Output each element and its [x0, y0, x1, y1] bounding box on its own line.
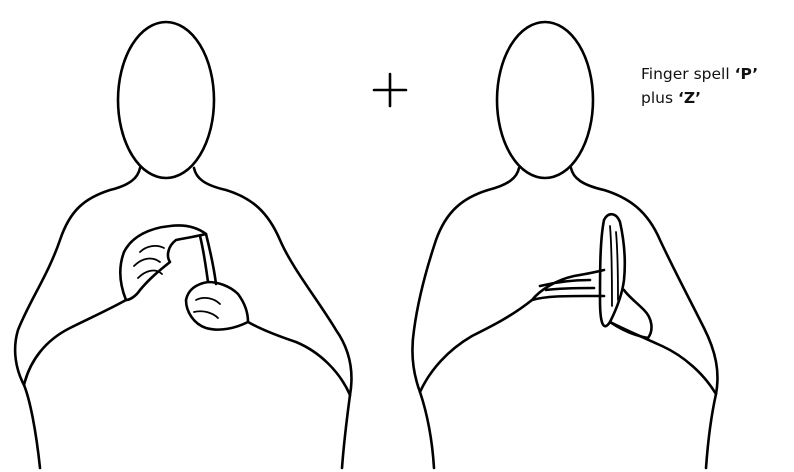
- caption-line-1-text: Finger spell: [641, 65, 735, 83]
- caption-line-2: plus ‘Z’: [641, 86, 758, 110]
- torso-right: [412, 168, 717, 468]
- head-right: [497, 22, 593, 178]
- torso-left: [15, 168, 351, 468]
- caption-line-1: Finger spell ‘P’: [641, 62, 758, 86]
- hand-left-index: [200, 234, 216, 284]
- caption-letter-z: ‘Z’: [678, 89, 701, 107]
- head-left: [118, 22, 214, 178]
- caption-line-2-text: plus: [641, 89, 678, 107]
- hand-right-flat: [532, 270, 604, 300]
- plus-icon: [370, 70, 410, 110]
- hand-left-lower: [186, 282, 248, 330]
- caption-letter-p: ‘P’: [735, 65, 759, 83]
- instruction-caption: Finger spell ‘P’ plus ‘Z’: [641, 62, 758, 110]
